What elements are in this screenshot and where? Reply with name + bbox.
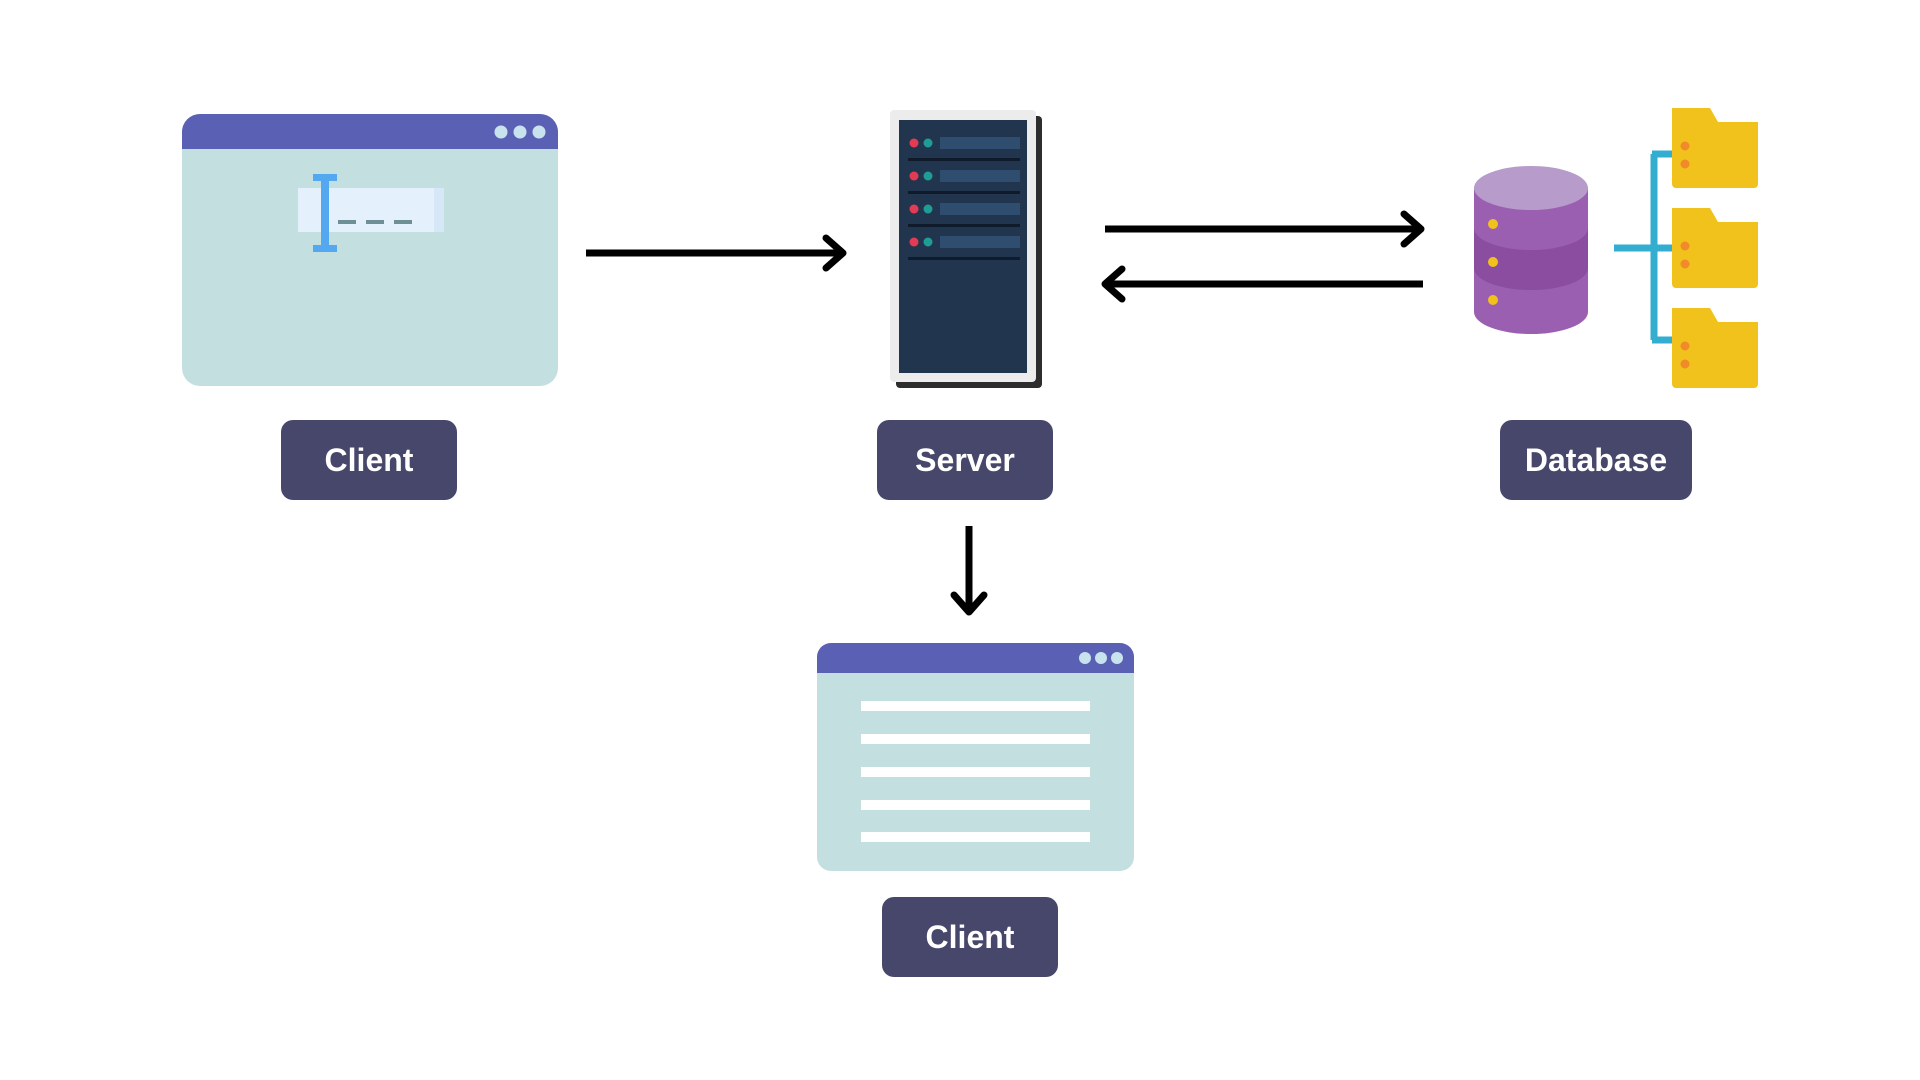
browser-input-window-icon bbox=[182, 114, 558, 386]
database-with-folders-icon bbox=[1474, 108, 1758, 388]
client-top-label: Client bbox=[281, 420, 457, 500]
database-label: Database bbox=[1500, 420, 1692, 500]
server-rack-icon bbox=[890, 110, 1042, 388]
server-label: Server bbox=[877, 420, 1053, 500]
browser-document-window-icon bbox=[817, 643, 1134, 871]
client-bottom-label: Client bbox=[882, 897, 1058, 977]
